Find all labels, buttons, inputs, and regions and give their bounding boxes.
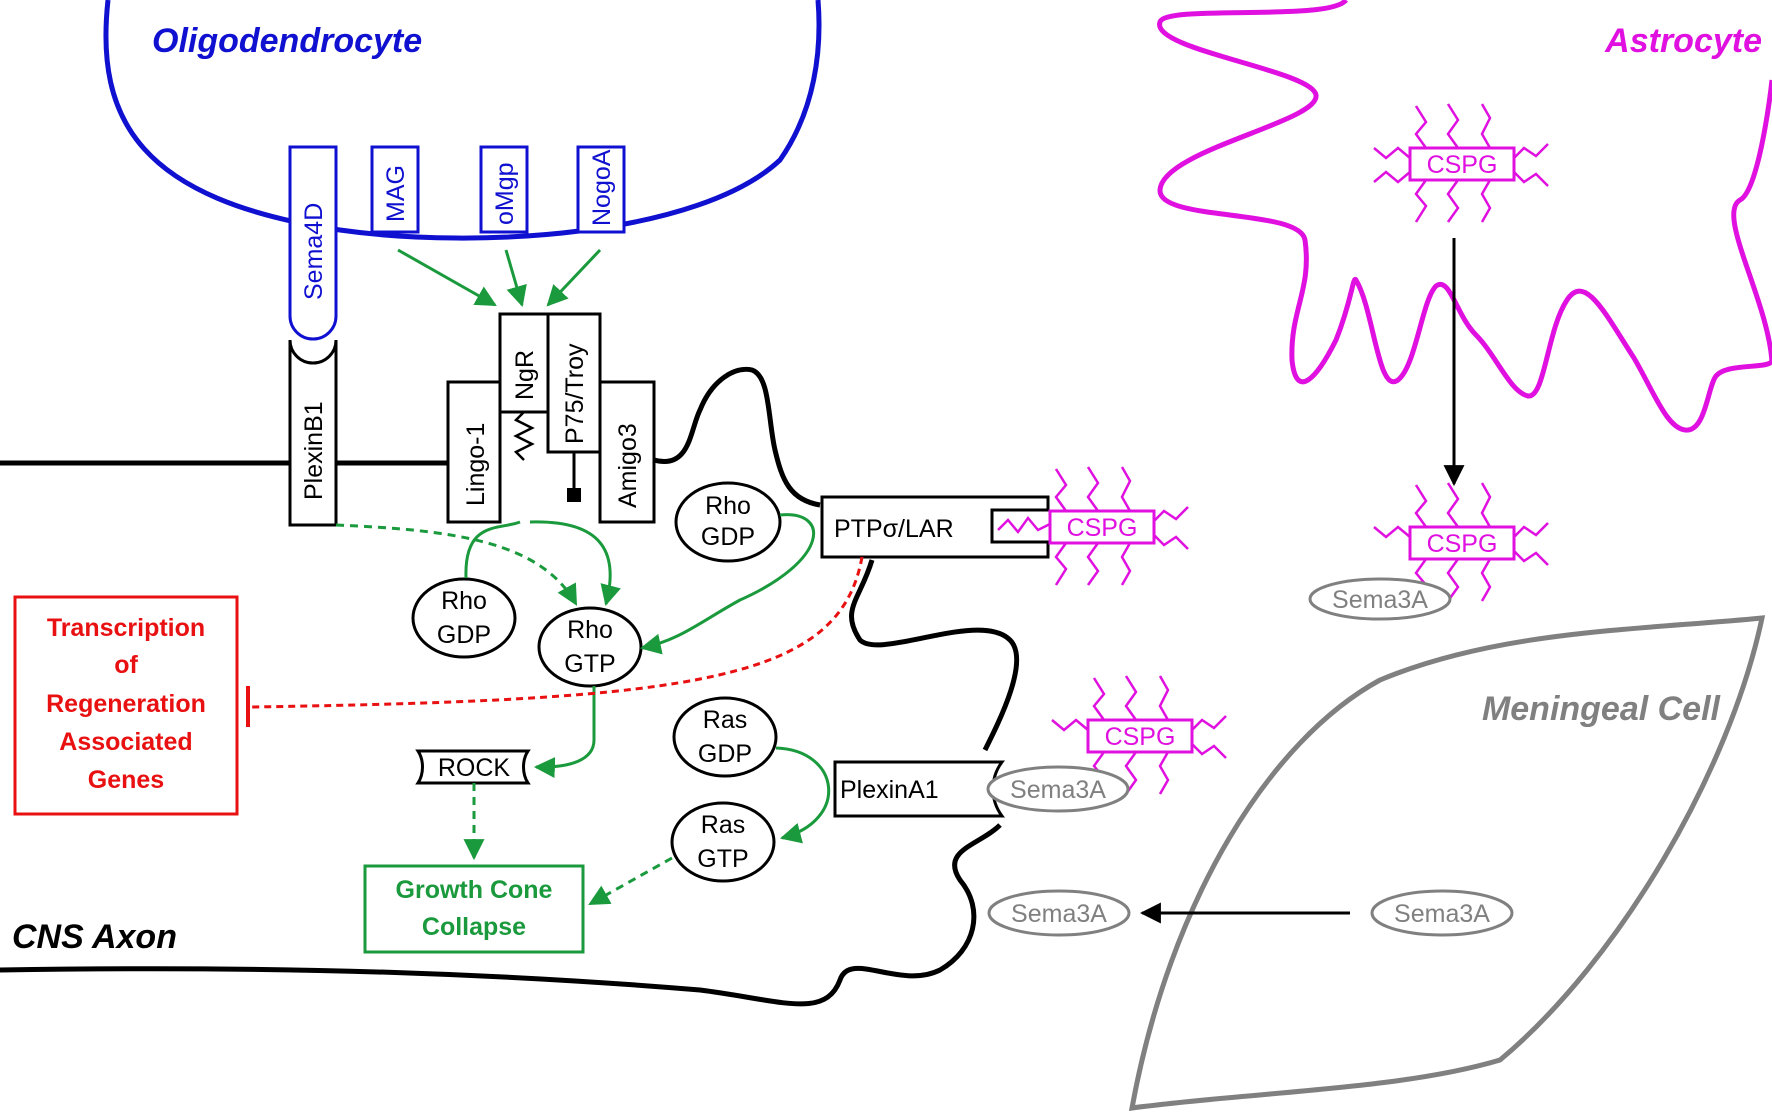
arrow-mag-ngr <box>397 248 497 307</box>
transcription-line4: Associated <box>59 728 192 756</box>
meningeal-cell-outline <box>1128 615 1766 1111</box>
lingo1-receptor <box>446 380 502 524</box>
arrow-lingo-rhogtp <box>464 520 521 579</box>
plexinb1-receptor <box>288 339 338 527</box>
plexina1-label: PlexinA1 <box>840 776 939 804</box>
sema3a-astro-label: Sema3A <box>1332 586 1428 614</box>
collapse-line1: Growth Cone <box>396 876 553 904</box>
ngr-receptor <box>498 312 550 414</box>
plexinb1-label: PlexinB1 <box>300 401 328 500</box>
arrow-amigo-rhogtp <box>529 520 621 607</box>
arrow-rhogtp-rock <box>533 686 596 779</box>
sema3a-meningeal-oval <box>1370 889 1514 937</box>
inhibition-ptp-transcription <box>251 556 864 709</box>
sema3a-free-oval <box>987 889 1131 937</box>
oligodendrocyte-membrane <box>103 0 822 241</box>
arrow-rasgtp-collapse <box>588 856 673 906</box>
svg-text:CSPG: CSPG <box>1105 723 1176 751</box>
p75troy-label: P75/Troy <box>561 343 589 444</box>
meningeal-cell-title: Meningeal Cell <box>1482 690 1722 728</box>
transcription-line1: Transcription <box>47 614 205 642</box>
rho-gdp-right-line2: GDP <box>701 523 755 551</box>
rho-gtp-line2: GTP <box>564 650 615 678</box>
ngr-label: NgR <box>511 350 539 400</box>
sema3a-astro-oval <box>1308 577 1452 621</box>
transcription-line2: of <box>114 651 138 679</box>
sema3a-free-label: Sema3A <box>1011 900 1107 928</box>
sema3a-meningeal-label: Sema3A <box>1394 900 1490 928</box>
rho-gdp-right-oval <box>674 481 782 563</box>
rho-gdp-right-line1: Rho <box>705 492 751 520</box>
sema4d-label: Sema4D <box>300 203 328 300</box>
p75troy-receptor <box>546 312 602 454</box>
rock-box <box>415 749 531 785</box>
omgp-ligand <box>479 145 529 234</box>
svg-text:CSPG: CSPG <box>1067 514 1138 542</box>
arrow-omgp-ngr <box>504 249 527 308</box>
cns-axon-title: CNS Axon <box>12 918 177 956</box>
ras-gtp-oval <box>670 801 776 883</box>
collapse-line2: Collapse <box>422 913 526 941</box>
sema3a-plexin-label: Sema3A <box>1010 776 1106 804</box>
arrow-nogoa-ngr <box>546 248 602 307</box>
rho-gdp-left-line2: GDP <box>437 621 491 649</box>
mag-label: MAG <box>382 165 410 222</box>
svg-text:CSPG: CSPG <box>1427 530 1498 558</box>
transcription-box <box>13 595 239 816</box>
arrow-rasgdp-rasgtp <box>775 746 831 844</box>
transcription-line5: Genes <box>88 766 164 794</box>
ptp-receptor <box>820 495 1050 559</box>
rock-label: ROCK <box>438 754 511 782</box>
ras-gdp-line2: GDP <box>698 740 752 768</box>
omgp-label: oMgp <box>491 162 519 225</box>
ras-gdp-oval <box>672 696 778 778</box>
svg-text:CSPG: CSPG <box>1427 151 1498 179</box>
lingo1-label: Lingo-1 <box>462 423 490 506</box>
ras-gtp-line1: Ras <box>701 811 745 839</box>
ngr-gpi-anchor <box>513 411 535 461</box>
rho-gdp-left-oval <box>411 577 517 659</box>
transcription-line3: Regeneration <box>46 690 206 718</box>
nogoa-label: NogoA <box>588 149 616 226</box>
sema3a-plexin-oval <box>986 765 1130 813</box>
arrow-rhogdp-rhogtp <box>639 513 815 655</box>
nogoa-ligand <box>576 145 626 234</box>
oligodendrocyte-title: Oligodendrocyte <box>152 22 422 60</box>
astrocyte-title: Astrocyte <box>1604 22 1762 60</box>
ptp-label: PTPσ/LAR <box>834 515 954 543</box>
amigo3-label: Amigo3 <box>614 423 642 508</box>
cspg-plexin-bound: CSPG <box>1051 675 1227 795</box>
amigo3-receptor <box>598 380 656 524</box>
collapse-box <box>363 864 585 954</box>
ptp-cspg-link <box>997 515 1051 535</box>
astrocyte-outline <box>1157 0 1772 433</box>
rho-gdp-left-line1: Rho <box>441 587 487 615</box>
rho-gtp-line1: Rho <box>567 616 613 644</box>
ras-gdp-line1: Ras <box>703 706 747 734</box>
mag-ligand <box>370 145 420 234</box>
p75troy-tail-knob <box>567 488 581 502</box>
cspg-astro-top: CSPG <box>1373 103 1549 223</box>
ras-gtp-line2: GTP <box>697 845 748 873</box>
cspg-ptp-bound: CSPG <box>1048 466 1189 586</box>
arrow-plexinb1-rhogtp <box>335 523 578 606</box>
growth-cone-outline <box>0 366 1020 1007</box>
sema4d-ligand <box>288 145 338 341</box>
